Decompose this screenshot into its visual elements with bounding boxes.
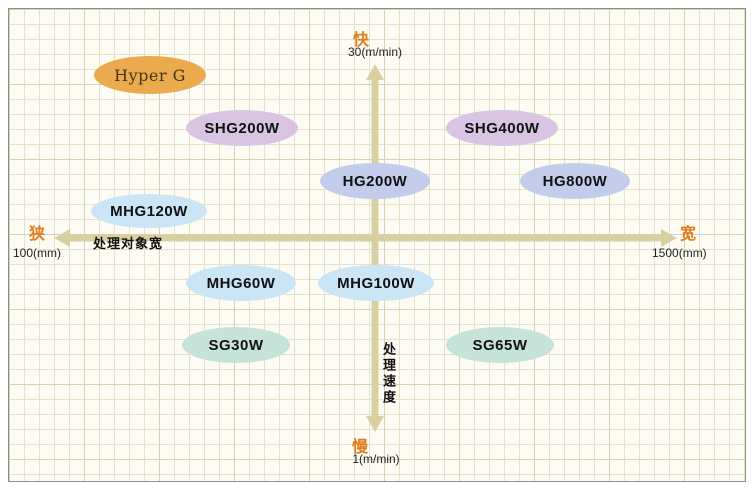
- y-axis-title: 处理速度: [381, 342, 396, 406]
- y-axis-top-arrow-icon: [366, 64, 384, 80]
- product-bubble-hg800w: HG800W: [520, 163, 630, 199]
- product-bubble-hg200w: HG200W: [320, 163, 430, 199]
- x-axis-left-value: 100(mm): [13, 246, 62, 260]
- product-bubble-hyper-g: Hyper G: [94, 56, 206, 94]
- product-bubble-mhg60w: MHG60W: [186, 265, 296, 301]
- x-axis-right-arrow-icon: [661, 229, 677, 247]
- product-bubble-sg65w: SG65W: [446, 327, 554, 363]
- y-axis-top-label: 快: [352, 32, 370, 49]
- x-axis-left-arrow-icon: [54, 229, 70, 247]
- x-axis-right-label: 宽: [679, 226, 697, 243]
- product-bubble-mhg100w: MHG100W: [318, 265, 434, 301]
- y-axis-bottom-arrow-icon: [366, 416, 384, 432]
- x-axis-right-value: 1500(mm): [652, 246, 707, 260]
- x-axis-title: 处理对象宽: [93, 236, 164, 251]
- product-bubble-shg200w: SHG200W: [186, 110, 298, 146]
- y-axis-top-value: 30(m/min): [347, 45, 403, 59]
- x-axis-left-label: 狭: [28, 226, 46, 243]
- y-axis-bottom-label: 慢: [351, 439, 369, 456]
- product-bubble-mhg120w: MHG120W: [91, 194, 207, 228]
- product-bubble-sg30w: SG30W: [182, 327, 290, 363]
- product-bubble-shg400w: SHG400W: [446, 110, 558, 146]
- y-axis-bottom-value: 1(m/min): [352, 452, 400, 466]
